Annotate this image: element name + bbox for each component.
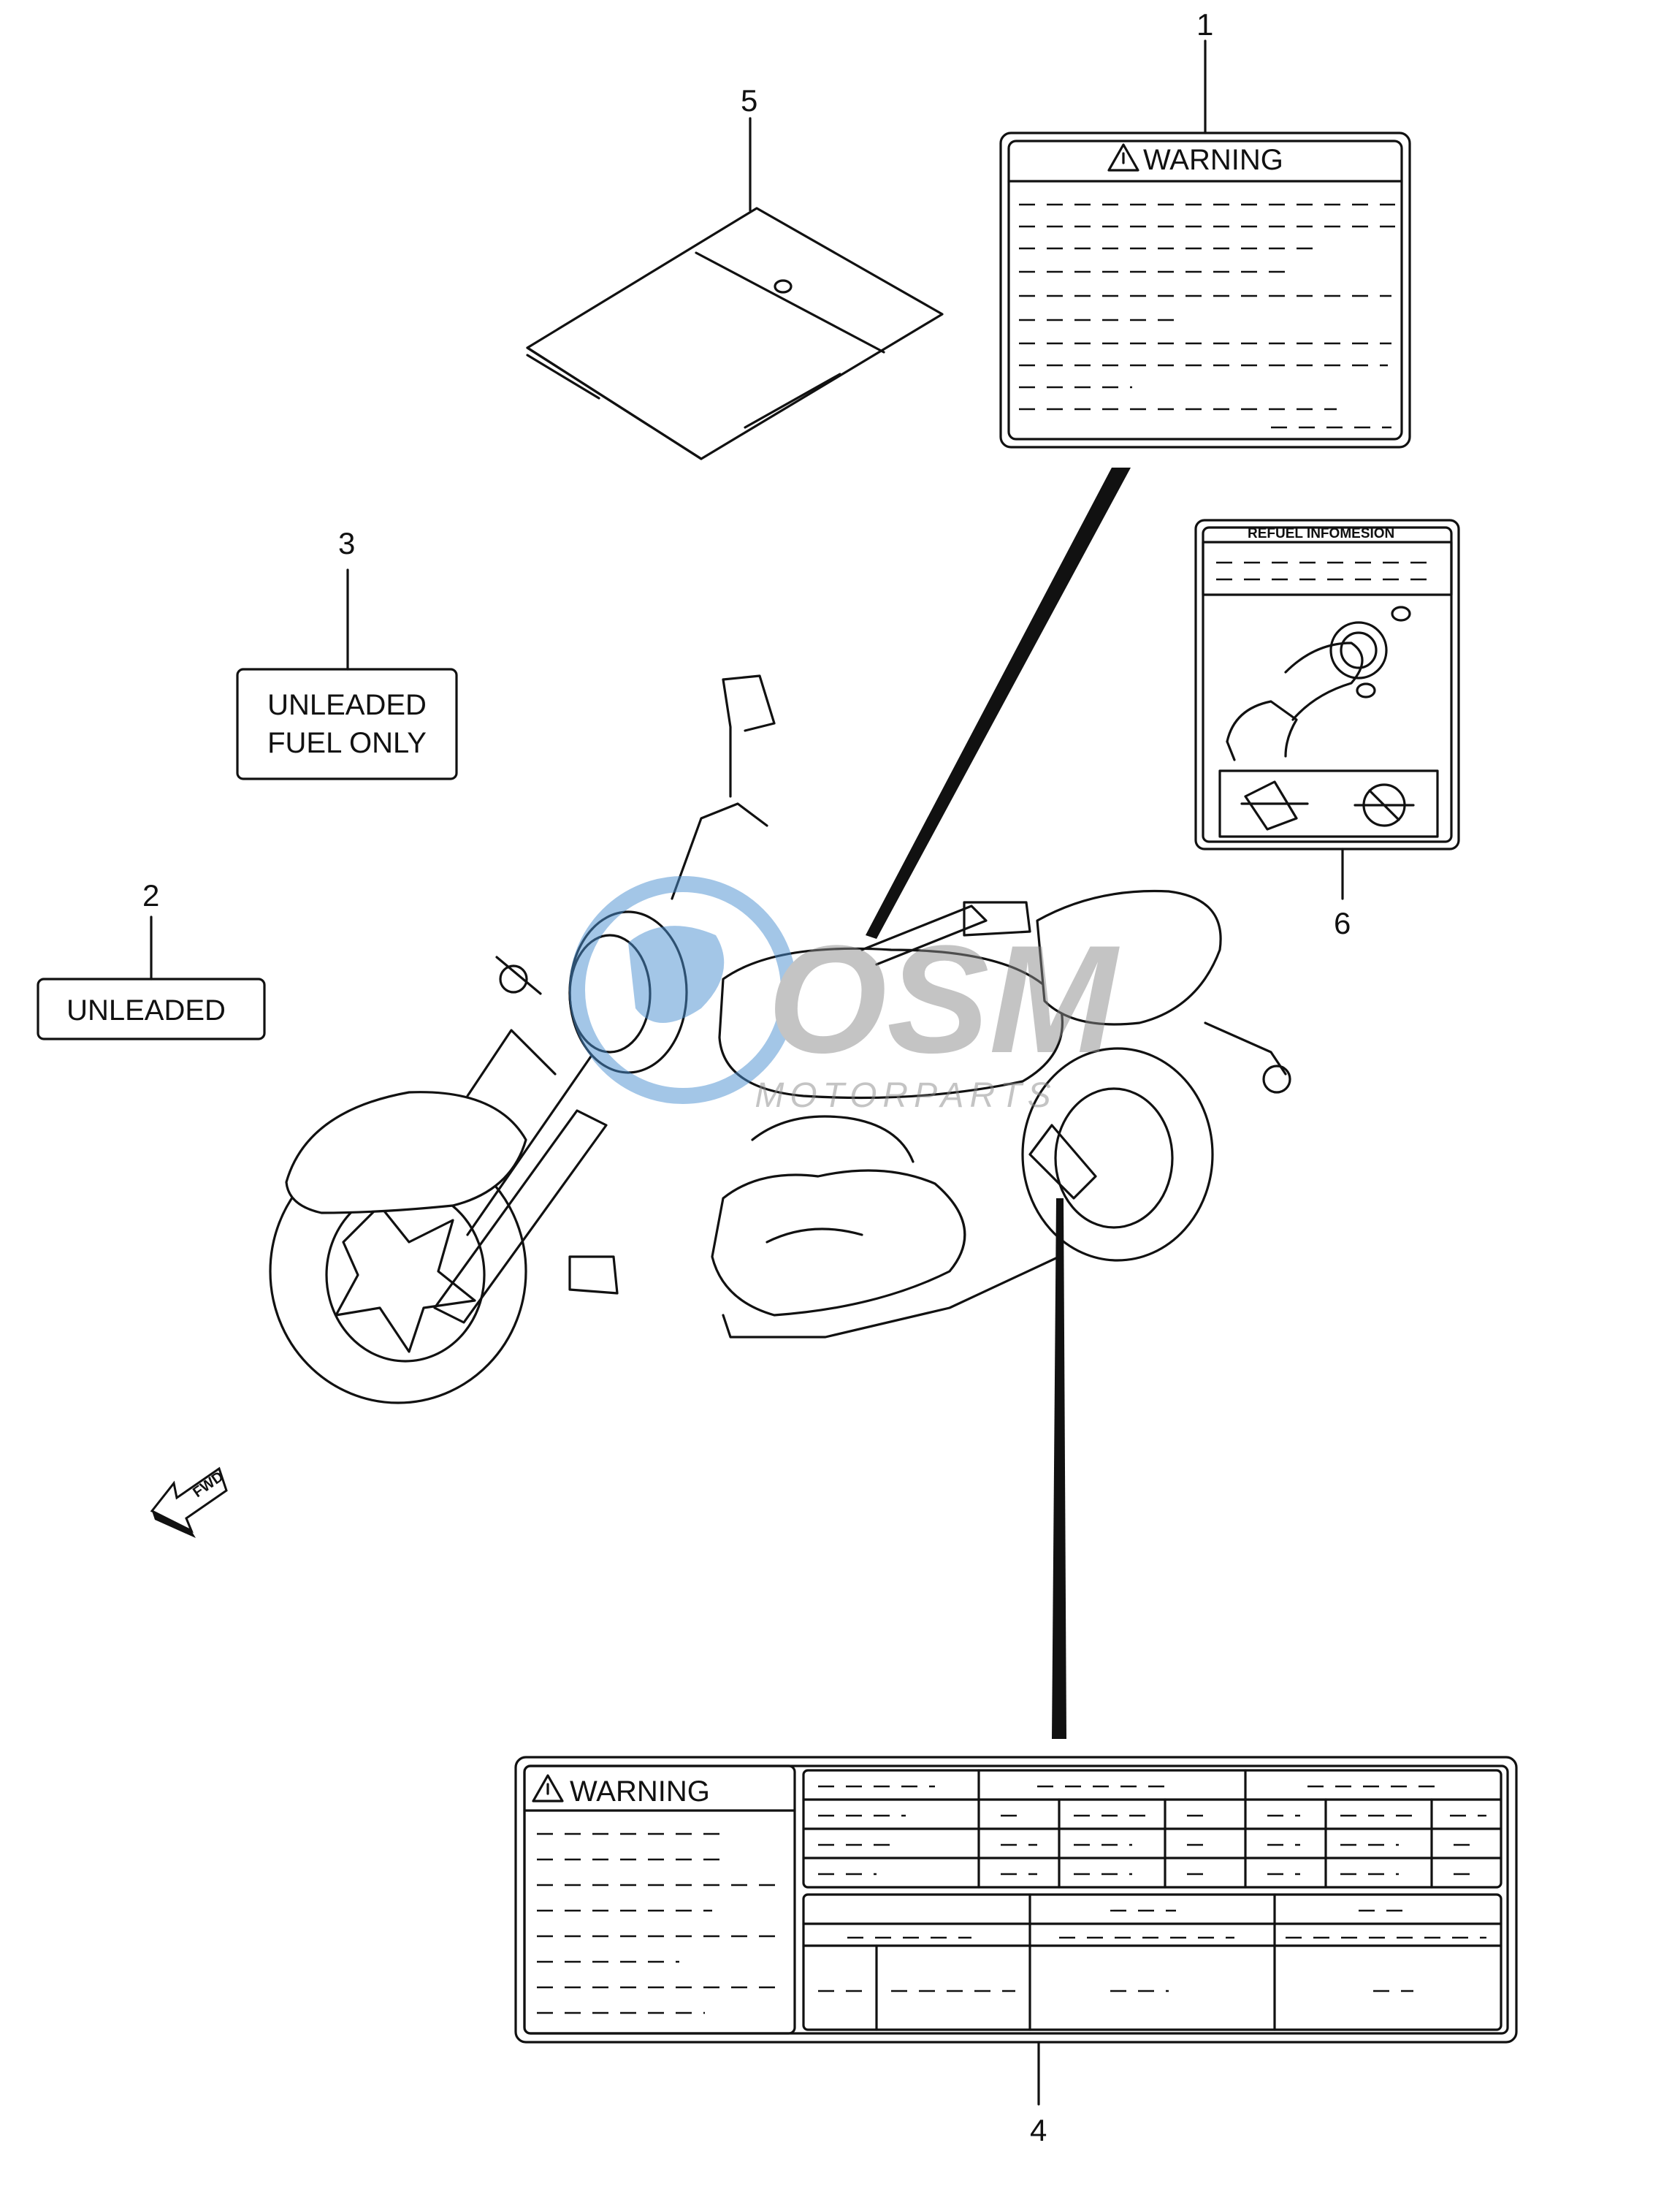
callout-1: 1 — [1196, 7, 1213, 42]
part-1-warning-label: WARNING 1 — [999, 7, 1411, 449]
callout-2: 2 — [142, 878, 159, 913]
warning-text-placeholder-lines — [537, 1832, 782, 2014]
callout-3: 3 — [338, 526, 355, 560]
part-5-owners-manual: 5 — [526, 83, 944, 460]
refuel-label-title: REFUEL INFOMESION — [1248, 526, 1394, 541]
warning-triangle-icon — [532, 1774, 564, 1802]
callout-6: 6 — [1334, 906, 1351, 940]
forward-direction-icon: FWD — [150, 1466, 228, 1538]
callout-5: 5 — [741, 83, 757, 118]
part-6-refuel-information-label: REFUEL INFOMESION 6 — [1194, 519, 1460, 940]
unleaded-fuel-line-1: UNLEADED — [267, 689, 427, 721]
part-2-unleaded-label: UNLEADED 2 — [37, 878, 266, 1040]
part-4-tire-warning-label: WARNING — [514, 1756, 1518, 2147]
unleaded-fuel-line-2: FUEL ONLY — [267, 727, 427, 759]
unleaded-text: UNLEADED — [66, 994, 226, 1027]
fuel-nozzle-icon — [1226, 606, 1411, 761]
leader-part-1 — [866, 468, 1131, 939]
part-3-unleaded-fuel-only-label: UNLEADED FUEL ONLY 3 — [236, 526, 458, 780]
callout-4: 4 — [1030, 2113, 1047, 2147]
warning-heading-bottom: WARNING — [570, 1775, 710, 1808]
osm-motorparts-watermark: OSM MOTORPARTS — [569, 876, 1120, 1115]
table-placeholder-lines — [818, 1785, 1486, 1876]
leader-part-4 — [1052, 1198, 1066, 1739]
warning-heading: WARNING — [1143, 144, 1283, 176]
table-placeholder-lines — [818, 1909, 1486, 1992]
watermark-tagline: MOTORPARTS — [755, 1076, 1056, 1115]
warning-text-placeholder-lines — [1019, 203, 1395, 429]
watermark-brand: OSM — [768, 913, 1120, 1085]
warning-triangle-icon — [1107, 143, 1139, 172]
pump-nozzle-icon — [1240, 780, 1309, 831]
no-smoking-icon — [1353, 783, 1415, 827]
